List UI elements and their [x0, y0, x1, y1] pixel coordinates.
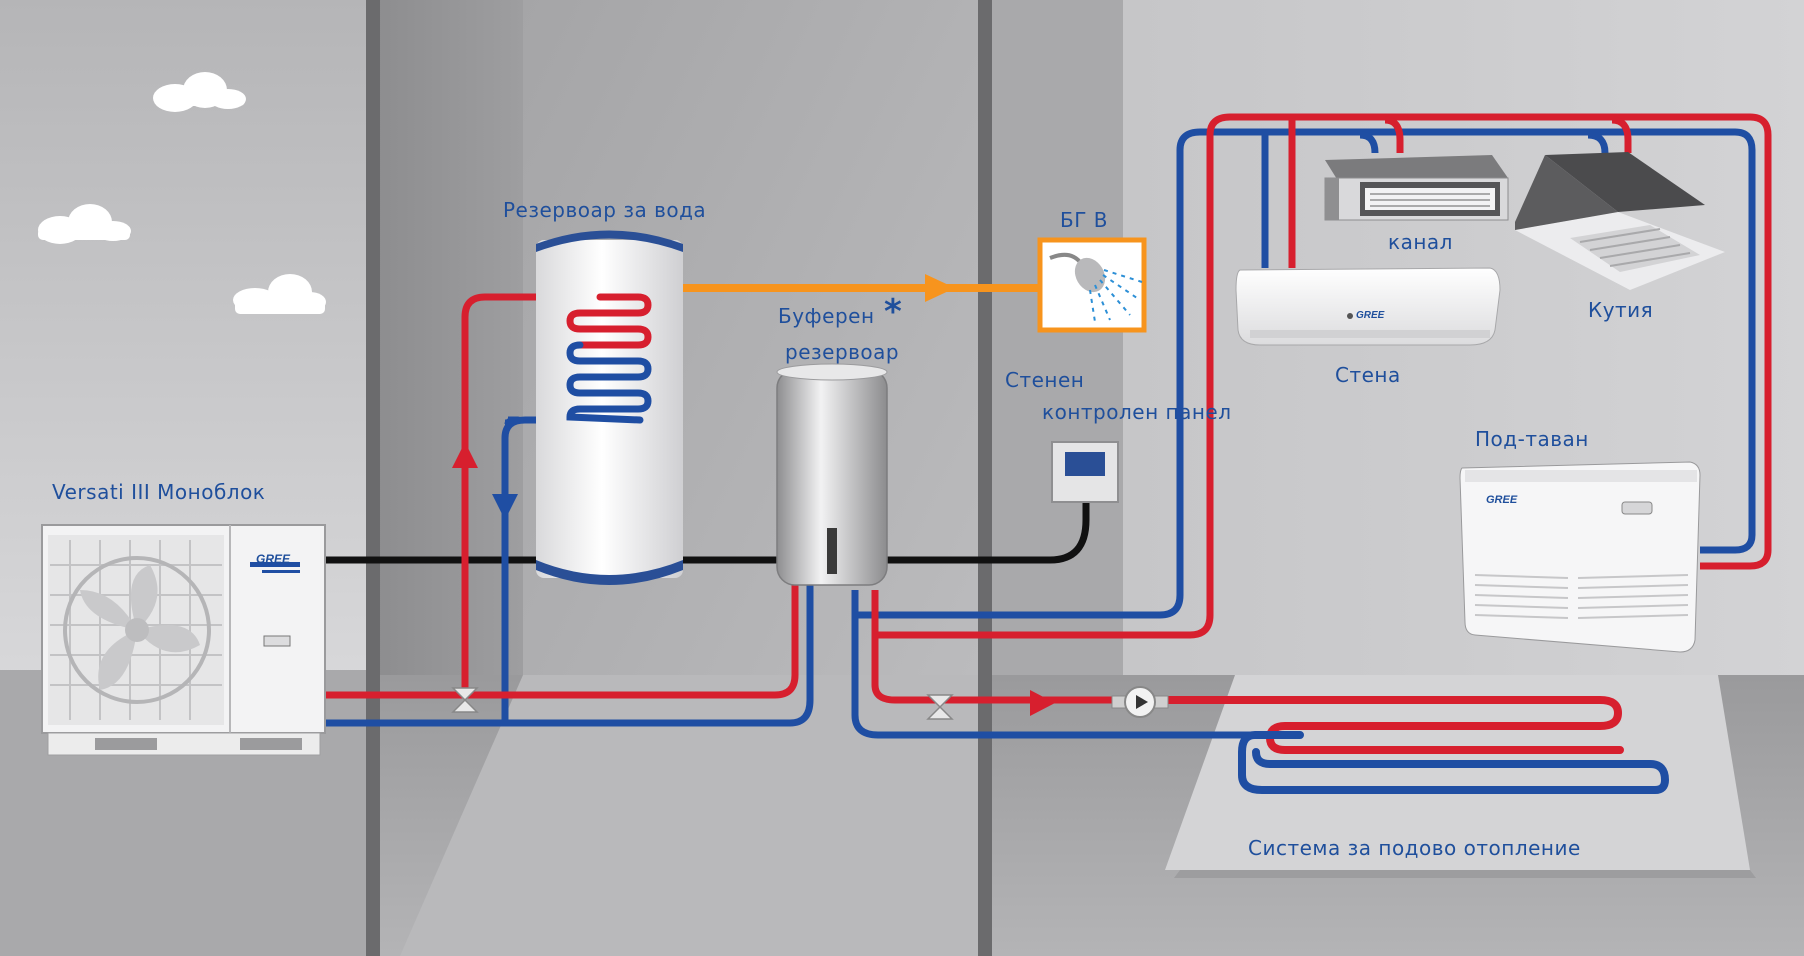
flow-arrows: [452, 442, 1055, 716]
clouds: [38, 72, 326, 314]
cassette-unit: [1515, 152, 1725, 290]
pump-icon: [1111, 686, 1169, 718]
display-panel: [1621, 501, 1653, 515]
dhw-line: [682, 274, 1040, 302]
valve-icon: [451, 687, 479, 713]
water-tank: [536, 230, 683, 585]
control-cable: [325, 495, 1090, 564]
cloud-icon: [38, 204, 131, 244]
cold-pipes: [325, 128, 1756, 739]
cloud-icon: [153, 72, 246, 112]
brand-logo: [1347, 313, 1353, 319]
label-buffer-mark: *: [884, 292, 902, 332]
wall-unit: [1235, 267, 1501, 346]
buffer-tank: [776, 363, 888, 586]
label-wall-panel-line2: контролен панел: [1042, 400, 1232, 424]
panel-screen: [1065, 452, 1105, 476]
label-buffer-line2: резервоар: [785, 340, 900, 364]
down-arrow-icon: [492, 494, 518, 520]
brand-logo-text: GREE: [1356, 310, 1385, 321]
label-dhw: БГ В: [1060, 208, 1108, 232]
buffer-gauge: [827, 528, 837, 574]
right-arrow-icon: [925, 274, 955, 302]
hot-pipes: [325, 113, 1772, 704]
label-floor-heating: Система за подово отопление: [1248, 836, 1581, 860]
duct-unit: [1324, 155, 1509, 221]
shower-icon: [1037, 237, 1147, 333]
label-wall: Стена: [1335, 363, 1401, 387]
valve-icon: [926, 694, 954, 720]
label-buffer-line1: Буферен: [778, 304, 875, 328]
tank-coil: [566, 293, 652, 424]
outdoor-unit: [41, 524, 326, 756]
floor-heating-coil: [1161, 696, 1669, 794]
label-outdoor-unit: Versati III Моноблок: [52, 480, 266, 504]
brand-logo-text: GREE: [1486, 494, 1518, 506]
label-water-tank: Резервоар за вода: [503, 198, 707, 222]
label-duct: канал: [1388, 230, 1453, 254]
label-cassette: Кутия: [1588, 298, 1654, 322]
up-arrow-icon: [452, 442, 478, 468]
label-wall-panel-line1: Стенен: [1005, 368, 1085, 392]
unit-indicator: [263, 635, 291, 647]
wall-control-panel: [1051, 441, 1119, 503]
under-ceiling-unit: [1459, 461, 1701, 653]
label-under-ceiling: Под-таван: [1475, 427, 1589, 451]
fan-icon: [63, 556, 211, 704]
brand-logo-text: GREE: [256, 552, 291, 566]
cloud-icon: [233, 274, 326, 314]
brand-logo: [250, 562, 300, 573]
right-arrow-icon: [1030, 690, 1055, 716]
